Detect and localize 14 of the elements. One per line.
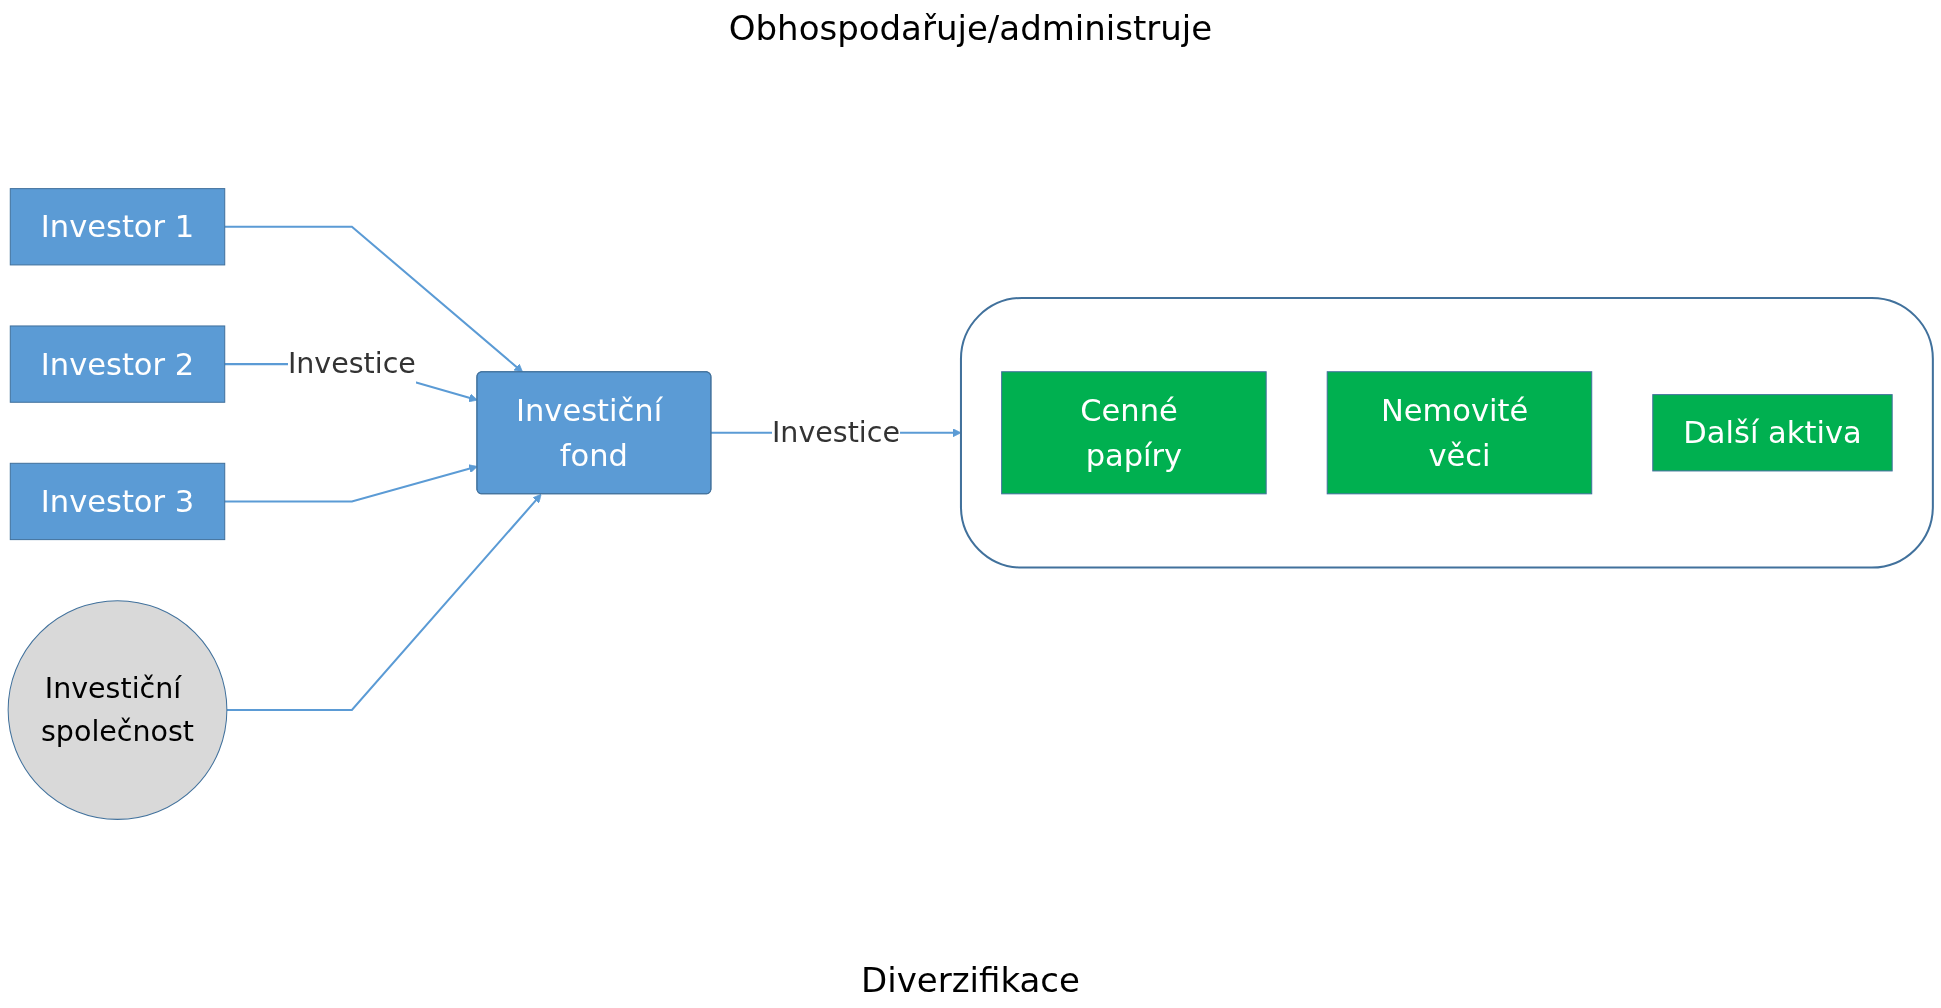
arrow — [224, 225, 524, 373]
edge-label: Investice — [287, 346, 416, 381]
node-box: Investor 2 — [9, 325, 226, 403]
arrow — [226, 493, 542, 712]
cluster — [959, 296, 1934, 569]
node-box: Cenné papíry — [1001, 371, 1267, 495]
note-text: Obhospodařuje/administruje — [728, 8, 1213, 48]
note-text: Diverzifikace — [861, 960, 1080, 1000]
node-box: Investor 3 — [9, 462, 226, 541]
node-box: Nemovité věci — [1326, 371, 1593, 495]
node-box: Další aktiva — [1652, 394, 1893, 472]
edge-label: Investice — [771, 415, 900, 450]
node-circle: Investiční společnost — [7, 600, 228, 820]
node-box: Investor 1 — [9, 188, 226, 266]
